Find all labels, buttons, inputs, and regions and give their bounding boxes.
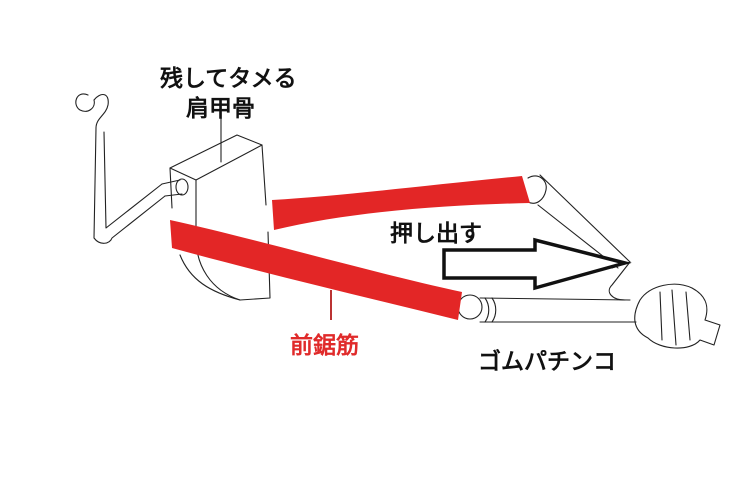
slingshot-label: ゴムパチンコ <box>478 348 616 375</box>
scapula-block <box>169 134 271 301</box>
scapula-label-line2: 肩甲骨 <box>186 95 255 122</box>
right-arrow-icon <box>442 237 632 291</box>
left-arm-drawing <box>75 93 189 244</box>
push-out-label: 押し出す <box>390 221 482 247</box>
upper-muscle-band <box>272 176 530 230</box>
scapula-label-line1: 残してタメる <box>160 65 297 92</box>
serratus-anterior-label: 前鋸筋 <box>290 332 359 359</box>
serratus-anterior-band <box>170 220 462 320</box>
